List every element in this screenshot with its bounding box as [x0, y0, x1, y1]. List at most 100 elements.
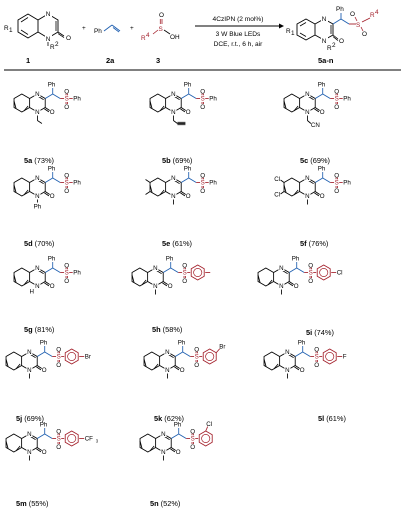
atom-s: S	[195, 354, 199, 361]
condition-solvent: DCE, r.t., 6 h, air	[214, 41, 264, 48]
group-cn: CN	[311, 122, 320, 129]
atom-o: O	[64, 278, 69, 285]
atom-o: O	[200, 188, 205, 195]
plus-sign: +	[130, 25, 134, 32]
atom-n: N	[285, 349, 289, 356]
product-label: 5a-n	[318, 56, 334, 65]
atom-o: O	[168, 283, 173, 290]
group-cl: Cl	[274, 192, 280, 199]
atom-o: O	[180, 367, 185, 374]
plus-sign: +	[82, 25, 86, 32]
atom-o: O	[176, 449, 181, 456]
group-ph: Ph	[318, 82, 326, 89]
product-id: 5d	[24, 239, 33, 248]
group-ph: Ph	[209, 96, 217, 103]
reaction-scheme: N N O R 1 R 2 1 + Ph 2a + O S	[4, 6, 401, 71]
product-label-5l: 5l (61%)	[318, 414, 346, 423]
atom-s: S	[356, 22, 360, 29]
reaction-arrow: 4CzIPN (2 mol%) 3 W Blue LEDs DCE, r.t.,…	[195, 16, 284, 48]
atom-s: S	[309, 270, 313, 277]
group-ph: Ph	[166, 256, 174, 263]
product-label-5e: 5e (61%)	[162, 239, 192, 248]
atom-n: N	[165, 349, 169, 356]
substituent-label: Cl	[337, 270, 343, 277]
product-id: 5k	[154, 414, 163, 423]
atom-o: O	[42, 367, 47, 374]
product-yield: (81%)	[33, 325, 55, 334]
atom-n: N	[46, 36, 51, 43]
product-yield: (55%)	[27, 499, 49, 508]
reactant-label-3: 3	[156, 56, 160, 65]
atom-n: N	[35, 175, 39, 182]
atom-s: S	[201, 180, 205, 187]
product-id: 5m	[16, 499, 27, 508]
product-id: 5i	[306, 328, 312, 337]
group-ph: Ph	[178, 340, 186, 347]
atom-n: N	[35, 109, 39, 116]
label-r4-sub: 4	[375, 9, 379, 16]
group-ph: Ph	[73, 180, 81, 187]
label-r4-sub: 4	[146, 32, 150, 39]
atom-oh: OH	[170, 34, 180, 41]
atom-o: O	[56, 347, 61, 354]
atom-o: O	[362, 31, 367, 38]
product-yield: (61%)	[324, 414, 346, 423]
atom-s: S	[191, 436, 195, 443]
atom-n: N	[171, 109, 175, 116]
product-yield: (76%)	[307, 239, 329, 248]
atom-o: O	[50, 283, 55, 290]
atom-o: O	[56, 362, 61, 369]
product-yield: (58%)	[161, 325, 183, 334]
product-general: N N O R 1 R 2 Ph S O O R 4 5a-n	[286, 6, 379, 65]
atom-o: O	[64, 89, 69, 96]
reactant-label-2a: 2a	[106, 56, 115, 65]
atom-n: N	[27, 349, 31, 356]
atom-o: O	[64, 188, 69, 195]
group-ph: Ph	[298, 340, 306, 347]
atom-n: N	[171, 193, 175, 200]
atom-o: O	[66, 35, 71, 42]
product-label-5h: 5h (58%)	[152, 325, 182, 334]
substituent-label: Cl	[206, 421, 212, 428]
product-id: 5f	[300, 239, 307, 248]
atom-n: N	[27, 367, 31, 374]
atom-o: O	[320, 109, 325, 116]
atom-o: O	[200, 89, 205, 96]
product-yield: (62%)	[162, 414, 184, 423]
group-ph: Ph	[184, 82, 192, 89]
atom-o: O	[56, 429, 61, 436]
reactant-sulfinic-acid: O S OH R 4 3	[141, 12, 180, 65]
group-ph: Ph	[292, 256, 300, 263]
substituent-label: F	[343, 354, 347, 361]
product-label-5n: 5n (52%)	[150, 499, 180, 508]
substituent-label: CF	[85, 436, 93, 443]
label-r2: R	[50, 44, 55, 51]
reactant-label-1: 1	[26, 56, 30, 65]
group-ph: Ph	[343, 96, 351, 103]
product-id: 5h	[152, 325, 161, 334]
atom-o: O	[182, 263, 187, 270]
atom-n: N	[35, 265, 39, 272]
product-id: 5e	[162, 239, 170, 248]
product-label-5j: 5j (69%)	[16, 414, 44, 423]
atom-n: N	[35, 283, 39, 290]
group-ph: Ph	[73, 270, 81, 277]
atom-o: O	[186, 193, 191, 200]
atom-s: S	[201, 96, 205, 103]
atom-o: O	[200, 104, 205, 111]
product-yield: (52%)	[159, 499, 181, 508]
atom-n: N	[46, 11, 51, 18]
atom-n: N	[153, 265, 157, 272]
atom-n: N	[27, 431, 31, 438]
group-ph: Ph	[40, 340, 48, 347]
atom-o: O	[42, 449, 47, 456]
group-ph: Ph	[40, 422, 48, 429]
product-label-5m: 5m (55%)	[16, 499, 48, 508]
atom-n: N	[171, 91, 175, 98]
product-label-5f: 5f (76%)	[300, 239, 328, 248]
atom-s: S	[65, 180, 69, 187]
